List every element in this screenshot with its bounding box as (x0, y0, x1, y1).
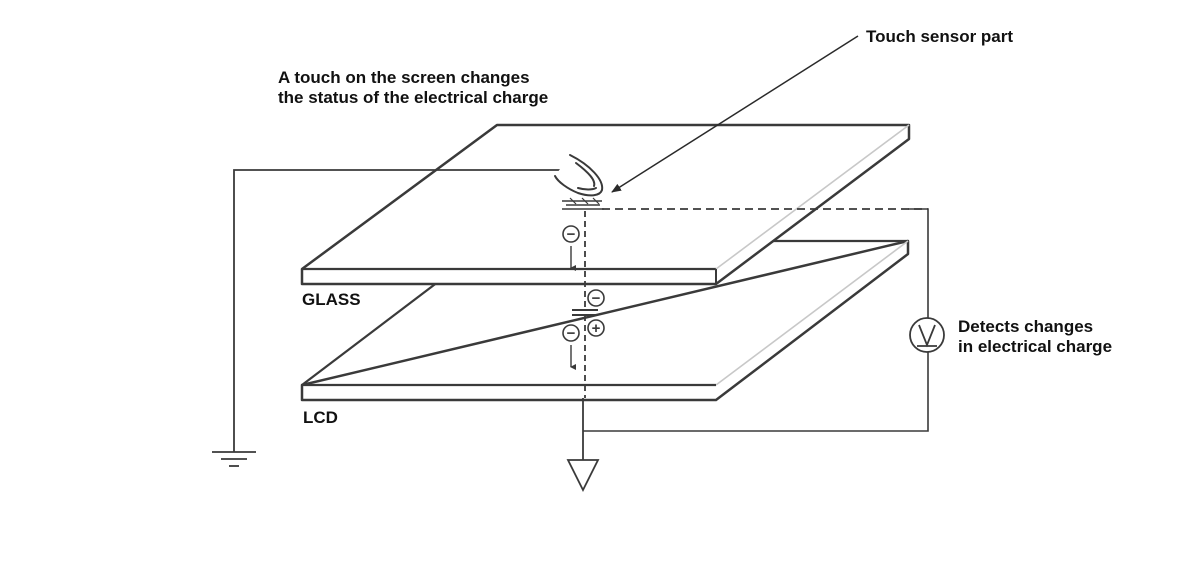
detector-label-line2: in electrical charge (958, 337, 1113, 356)
detector-label-line1: Detects changes (958, 317, 1094, 336)
touch-annotation-line2: the status of the electrical charge (278, 88, 549, 107)
finger-ground-wire (212, 169, 580, 467)
negative-sign-lcd: − (567, 325, 576, 342)
touch-sensor-part (562, 197, 604, 210)
negative-sign-capacitor: − (592, 290, 601, 307)
dashed-signal-path (584, 208, 928, 398)
detector-meter-icon (909, 317, 945, 353)
capacitor-symbol (572, 309, 598, 316)
positive-sign-capacitor: + (592, 320, 601, 337)
glass-panel (300, 123, 911, 286)
touch-annotation-line1: A touch on the screen changes (278, 68, 530, 87)
lcd-label: LCD (303, 408, 338, 427)
negative-sign-glass: − (567, 226, 576, 243)
positive-charge-capacitor (587, 319, 605, 337)
sensor-leader-arrow (611, 35, 859, 193)
negative-charge-lcd (562, 324, 580, 342)
detector-wiring (583, 208, 929, 432)
negative-charge-glass (562, 225, 580, 243)
glass-label: GLASS (302, 290, 361, 309)
touch-annotation: A touch on the screen changes the status… (278, 68, 548, 108)
detector-label: Detects changes in electrical charge (958, 317, 1112, 357)
sensor-label: Touch sensor part (866, 27, 1014, 46)
finger-icon (554, 154, 604, 197)
negative-charge-capacitor (587, 289, 605, 307)
lcd-ground (566, 398, 600, 493)
lcd-panel (300, 239, 910, 402)
